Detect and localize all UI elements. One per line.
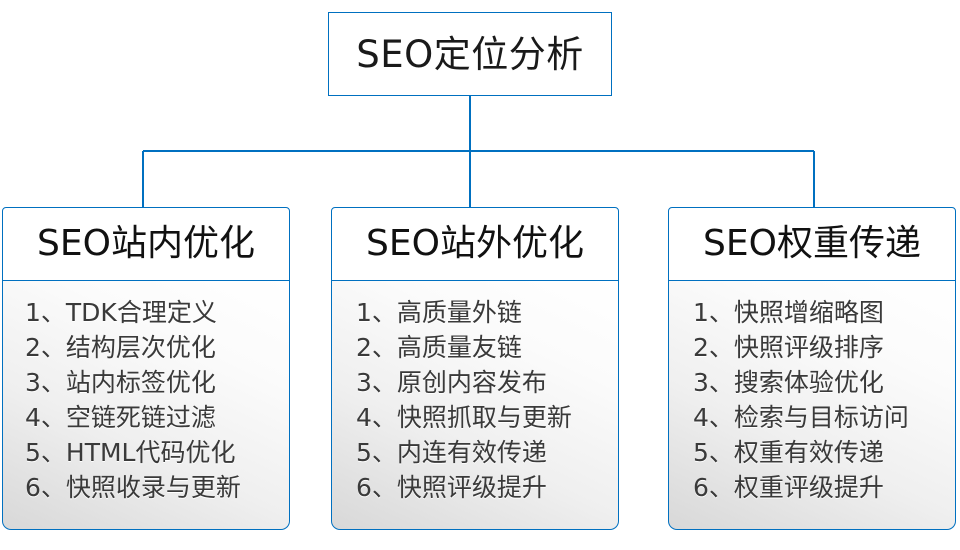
branch-2-header: SEO站外优化 — [331, 207, 619, 281]
list-item: 4、空链死链过滤 — [25, 403, 216, 432]
branch-2-item-list: 1、高质量外链 2、高质量友链 3、原创内容发布 4、快照抓取与更新 5、内连有… — [332, 295, 618, 505]
list-item: 5、内连有效传递 — [356, 438, 547, 467]
list-item: 5、HTML代码优化 — [25, 438, 236, 467]
root-node-label: SEO定位分析 — [356, 32, 584, 76]
list-item: 1、快照增缩略图 — [693, 298, 884, 327]
branch-1-header: SEO站内优化 — [2, 207, 290, 281]
list-item: 6、快照评级提升 — [356, 473, 547, 502]
branch-1-title: SEO站内优化 — [37, 223, 255, 264]
list-item: 4、检索与目标访问 — [693, 403, 909, 432]
root-node: SEO定位分析 — [328, 12, 612, 96]
branch-3-body: 1、快照增缩略图 2、快照评级排序 3、搜索体验优化 4、检索与目标访问 5、权… — [668, 281, 956, 530]
branch-2-title: SEO站外优化 — [366, 223, 584, 264]
list-item: 2、结构层次优化 — [25, 333, 216, 362]
list-item: 3、站内标签优化 — [25, 368, 216, 397]
branch-column-2: SEO站外优化 1、高质量外链 2、高质量友链 3、原创内容发布 4、快照抓取与… — [331, 207, 619, 530]
list-item: 3、搜索体验优化 — [693, 368, 884, 397]
list-item: 5、权重有效传递 — [693, 438, 884, 467]
branch-2-body: 1、高质量外链 2、高质量友链 3、原创内容发布 4、快照抓取与更新 5、内连有… — [331, 281, 619, 530]
branch-column-1: SEO站内优化 1、TDK合理定义 2、结构层次优化 3、站内标签优化 4、空链… — [2, 207, 290, 530]
list-item: 1、高质量外链 — [356, 298, 522, 327]
list-item: 2、高质量友链 — [356, 333, 522, 362]
list-item: 6、快照收录与更新 — [25, 473, 241, 502]
branch-column-3: SEO权重传递 1、快照增缩略图 2、快照评级排序 3、搜索体验优化 4、检索与… — [668, 207, 956, 530]
list-item: 1、TDK合理定义 — [25, 298, 217, 327]
list-item: 3、原创内容发布 — [356, 368, 547, 397]
branch-1-item-list: 1、TDK合理定义 2、结构层次优化 3、站内标签优化 4、空链死链过滤 5、H… — [3, 295, 289, 505]
list-item: 4、快照抓取与更新 — [356, 403, 572, 432]
branch-3-title: SEO权重传递 — [703, 223, 921, 264]
list-item: 2、快照评级排序 — [693, 333, 884, 362]
branch-3-item-list: 1、快照增缩略图 2、快照评级排序 3、搜索体验优化 4、检索与目标访问 5、权… — [669, 295, 955, 505]
list-item: 6、权重评级提升 — [693, 473, 884, 502]
branch-3-header: SEO权重传递 — [668, 207, 956, 281]
branch-1-body: 1、TDK合理定义 2、结构层次优化 3、站内标签优化 4、空链死链过滤 5、H… — [2, 281, 290, 530]
